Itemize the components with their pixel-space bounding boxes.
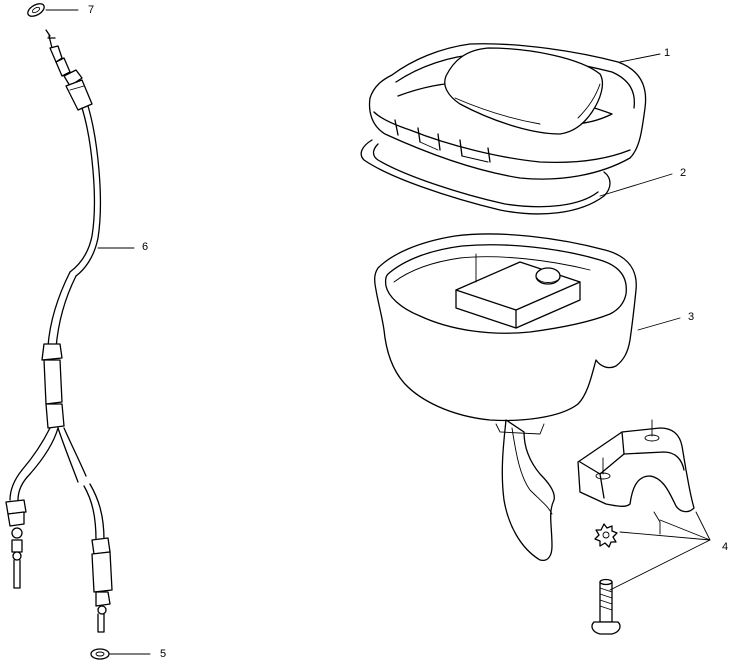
part-7-clip [27,3,45,17]
leader-lines [45,9,711,655]
part-4-clamp-assembly [577,419,695,635]
callout-6: 6 [142,241,149,253]
callout-1: 1 [664,47,671,59]
part-5-nut [90,648,110,660]
part-3-housing [374,233,637,562]
leader-2 [599,173,673,197]
callout-5: 5 [160,648,167,660]
part-6-cable [5,29,113,633]
leader-4 [609,511,711,591]
part-1-cover [368,43,647,180]
callout-4: 4 [722,541,729,553]
callout-7: 7 [88,4,95,16]
part-2-gasket [360,139,611,215]
leader-1 [619,53,661,63]
callout-3: 3 [688,311,695,323]
leader-3 [637,317,681,331]
callout-2: 2 [680,167,687,179]
